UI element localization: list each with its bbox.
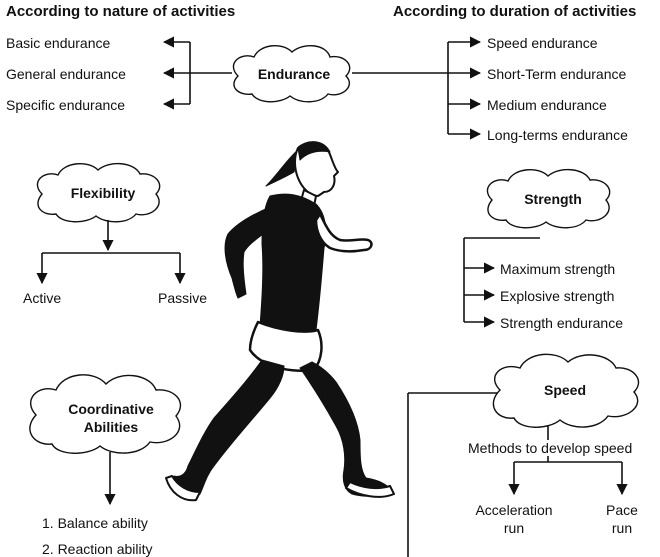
strength-label: Strength bbox=[524, 191, 582, 207]
nature-type-general: General endurance bbox=[6, 66, 126, 82]
endurance-nature-connector bbox=[162, 36, 232, 110]
speed-method-pace-line2: run bbox=[611, 520, 633, 536]
duration-type-medium: Medium endurance bbox=[487, 97, 607, 113]
strength-connector bbox=[463, 237, 540, 328]
speed-cloud bbox=[492, 353, 640, 428]
speed-method-pace-line1: Pace bbox=[606, 502, 638, 518]
flexibility-connector bbox=[36, 220, 186, 285]
nature-header: According to nature of activities bbox=[6, 3, 236, 20]
flexibility-type-active: Active bbox=[23, 290, 62, 306]
coordinative-label-line2: Abilities bbox=[83, 419, 139, 435]
nature-type-basic: Basic endurance bbox=[6, 35, 111, 51]
coordinative-label-line1: Coordinative bbox=[68, 401, 154, 417]
nature-type-specific: Specific endurance bbox=[6, 97, 126, 113]
speed-label: Speed bbox=[543, 382, 586, 398]
strength-type-explosive: Explosive strength bbox=[500, 288, 615, 304]
strength-type-maximum: Maximum strength bbox=[500, 261, 616, 277]
duration-type-speed: Speed endurance bbox=[487, 35, 598, 51]
coordinative-item-reaction: 2. Reaction ability bbox=[42, 541, 153, 557]
strength-type-endurance: Strength endurance bbox=[500, 315, 623, 331]
speed-methods-label: Methods to develop speed bbox=[467, 440, 634, 456]
endurance-label: Endurance bbox=[257, 66, 331, 82]
flexibility-type-passive: Passive bbox=[158, 290, 208, 306]
runner-illustration bbox=[165, 141, 395, 502]
speed-connector bbox=[407, 392, 628, 557]
flexibility-cloud bbox=[36, 163, 161, 223]
speed-method-acceleration-line1: Acceleration bbox=[475, 502, 553, 518]
duration-type-long: Long-terms endurance bbox=[487, 127, 628, 143]
coordinative-cloud bbox=[29, 374, 182, 454]
endurance-duration-connector bbox=[352, 36, 482, 140]
coordinative-item-balance: 1. Balance ability bbox=[42, 515, 148, 531]
flexibility-label: Flexibility bbox=[70, 185, 136, 201]
speed-method-acceleration-line2: run bbox=[503, 520, 525, 536]
strength-cloud bbox=[486, 169, 611, 229]
duration-header: According to duration of activities bbox=[393, 3, 637, 20]
endurance-cloud bbox=[232, 45, 351, 103]
duration-type-short: Short-Term endurance bbox=[487, 66, 627, 82]
